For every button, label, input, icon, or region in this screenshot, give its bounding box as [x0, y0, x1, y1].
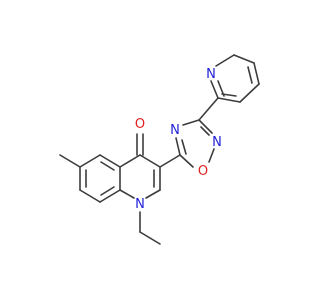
bond	[99, 189, 121, 203]
bond	[100, 161, 115, 171]
bond	[208, 148, 215, 163]
bond	[79, 154, 101, 168]
bond	[139, 154, 161, 168]
bond	[139, 231, 161, 245]
bond	[221, 93, 237, 97]
bond	[79, 189, 101, 203]
bond	[159, 154, 181, 168]
bond	[119, 154, 141, 168]
bond	[179, 154, 194, 168]
atom-label-oxadiazole-nitrogen-lower: N	[212, 135, 222, 150]
bond	[210, 80, 219, 99]
bond	[175, 137, 181, 156]
atom-label-ketone-oxygen: O	[135, 117, 145, 132]
structure-canvas: O N N N O N	[59, 54, 260, 245]
bond	[119, 189, 135, 199]
bond	[181, 139, 187, 155]
bond	[200, 126, 210, 136]
atom-label-oxadiazole-nitrogen-upper: N	[170, 123, 180, 138]
bond	[198, 97, 219, 121]
bond	[198, 119, 213, 134]
bond	[100, 186, 115, 196]
atom-label-ring-nitrogen: N	[135, 197, 145, 212]
bond	[182, 119, 200, 126]
bond	[145, 189, 161, 199]
bond	[247, 66, 253, 84]
atom-label-pyridine-nitrogen: N	[206, 67, 216, 82]
molecule-drawing: O N N N O N	[59, 54, 260, 245]
bond	[215, 54, 235, 67]
bond	[239, 83, 260, 103]
bond	[253, 62, 260, 85]
bond	[233, 54, 255, 64]
bond	[99, 154, 121, 168]
bond	[217, 97, 241, 103]
atom-label-oxadiazole-oxygen: O	[198, 164, 208, 179]
bond	[59, 154, 81, 168]
